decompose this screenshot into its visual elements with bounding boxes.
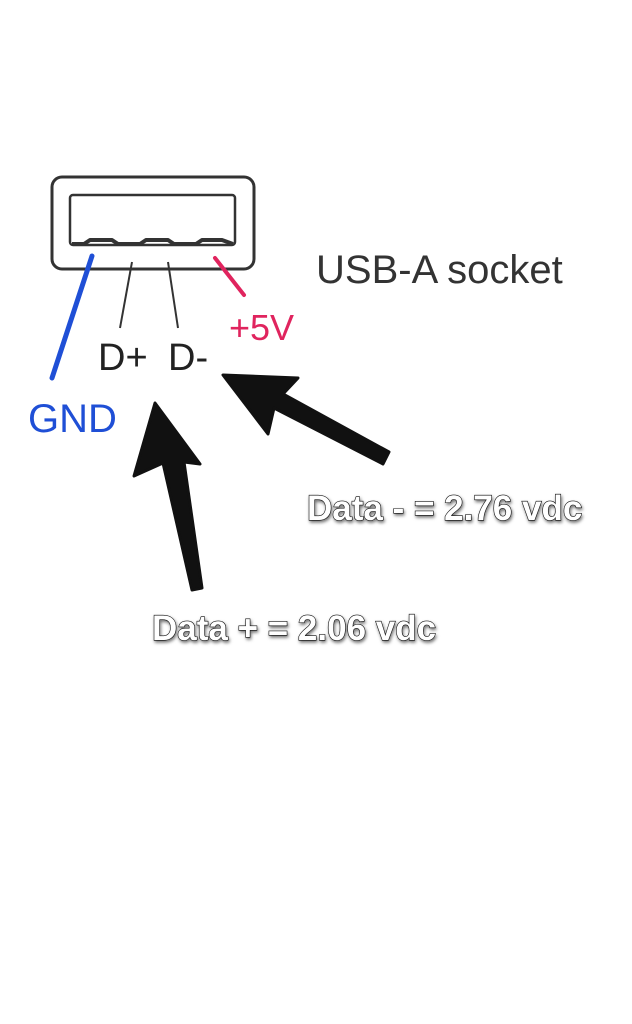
- arrow-to-dplus: [132, 401, 204, 592]
- arrow-to-dminus: [221, 373, 391, 466]
- dminus-label: D-: [168, 337, 208, 379]
- dplus-wire: [119, 261, 133, 329]
- dplus-label: D+: [98, 337, 148, 379]
- dminus-wire: [167, 261, 179, 329]
- gnd-wire: [49, 253, 95, 381]
- gnd-label: GND: [28, 397, 117, 441]
- data-plus-voltage: Data + = 2.06 vdc: [152, 609, 436, 648]
- data-minus-voltage: Data - = 2.76 vdc: [307, 489, 582, 528]
- vbus-label: +5V: [229, 307, 294, 348]
- socket-title: USB-A socket: [316, 248, 563, 292]
- socket-inner-opening: [68, 193, 237, 247]
- vbus-wire: [213, 256, 246, 297]
- socket-contacts: [72, 238, 234, 246]
